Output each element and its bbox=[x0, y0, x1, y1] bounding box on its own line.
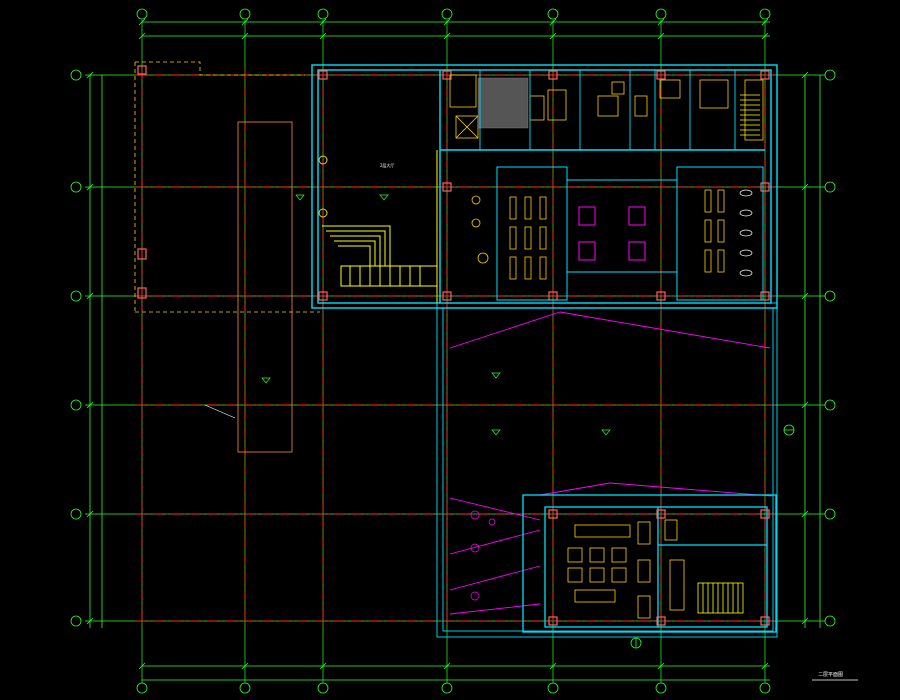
dimension-ticks bbox=[86, 18, 809, 670]
ramp-walls bbox=[436, 302, 778, 638]
section-markers bbox=[630, 424, 795, 649]
axis-bubbles-bottom bbox=[136, 682, 771, 694]
hall-label: 2层大厅 bbox=[380, 162, 394, 168]
glass-block-pattern bbox=[477, 77, 529, 129]
axis-bubbles-top bbox=[136, 8, 771, 20]
dimension-lines bbox=[89, 21, 821, 681]
level-markers bbox=[261, 194, 611, 436]
ramp-slope-lines bbox=[449, 311, 773, 615]
terrace-boundary bbox=[134, 61, 320, 313]
round-tables bbox=[471, 195, 489, 264]
axis-bubbles-left bbox=[70, 69, 82, 627]
activity-rooms bbox=[496, 166, 764, 301]
stair-core-south bbox=[697, 582, 744, 614]
south-wing-walls bbox=[522, 494, 777, 633]
axis-bubbles-right bbox=[824, 69, 836, 627]
stair-core-north bbox=[740, 94, 760, 136]
drawing-title: 二层平面图 bbox=[818, 672, 843, 678]
hall-round-columns bbox=[318, 155, 328, 218]
left-columns bbox=[137, 65, 147, 299]
lounge-chairs bbox=[739, 189, 753, 277]
leader-line bbox=[204, 404, 236, 419]
south-wing-columns bbox=[548, 509, 770, 626]
desk-rows bbox=[509, 189, 725, 280]
roof-element-outline bbox=[237, 121, 293, 453]
north-room-partitions bbox=[479, 70, 736, 150]
hall-stair bbox=[322, 150, 438, 303]
toilet-fixtures bbox=[578, 206, 646, 261]
outdoor-seating bbox=[470, 510, 496, 601]
dining-tables bbox=[567, 519, 685, 619]
